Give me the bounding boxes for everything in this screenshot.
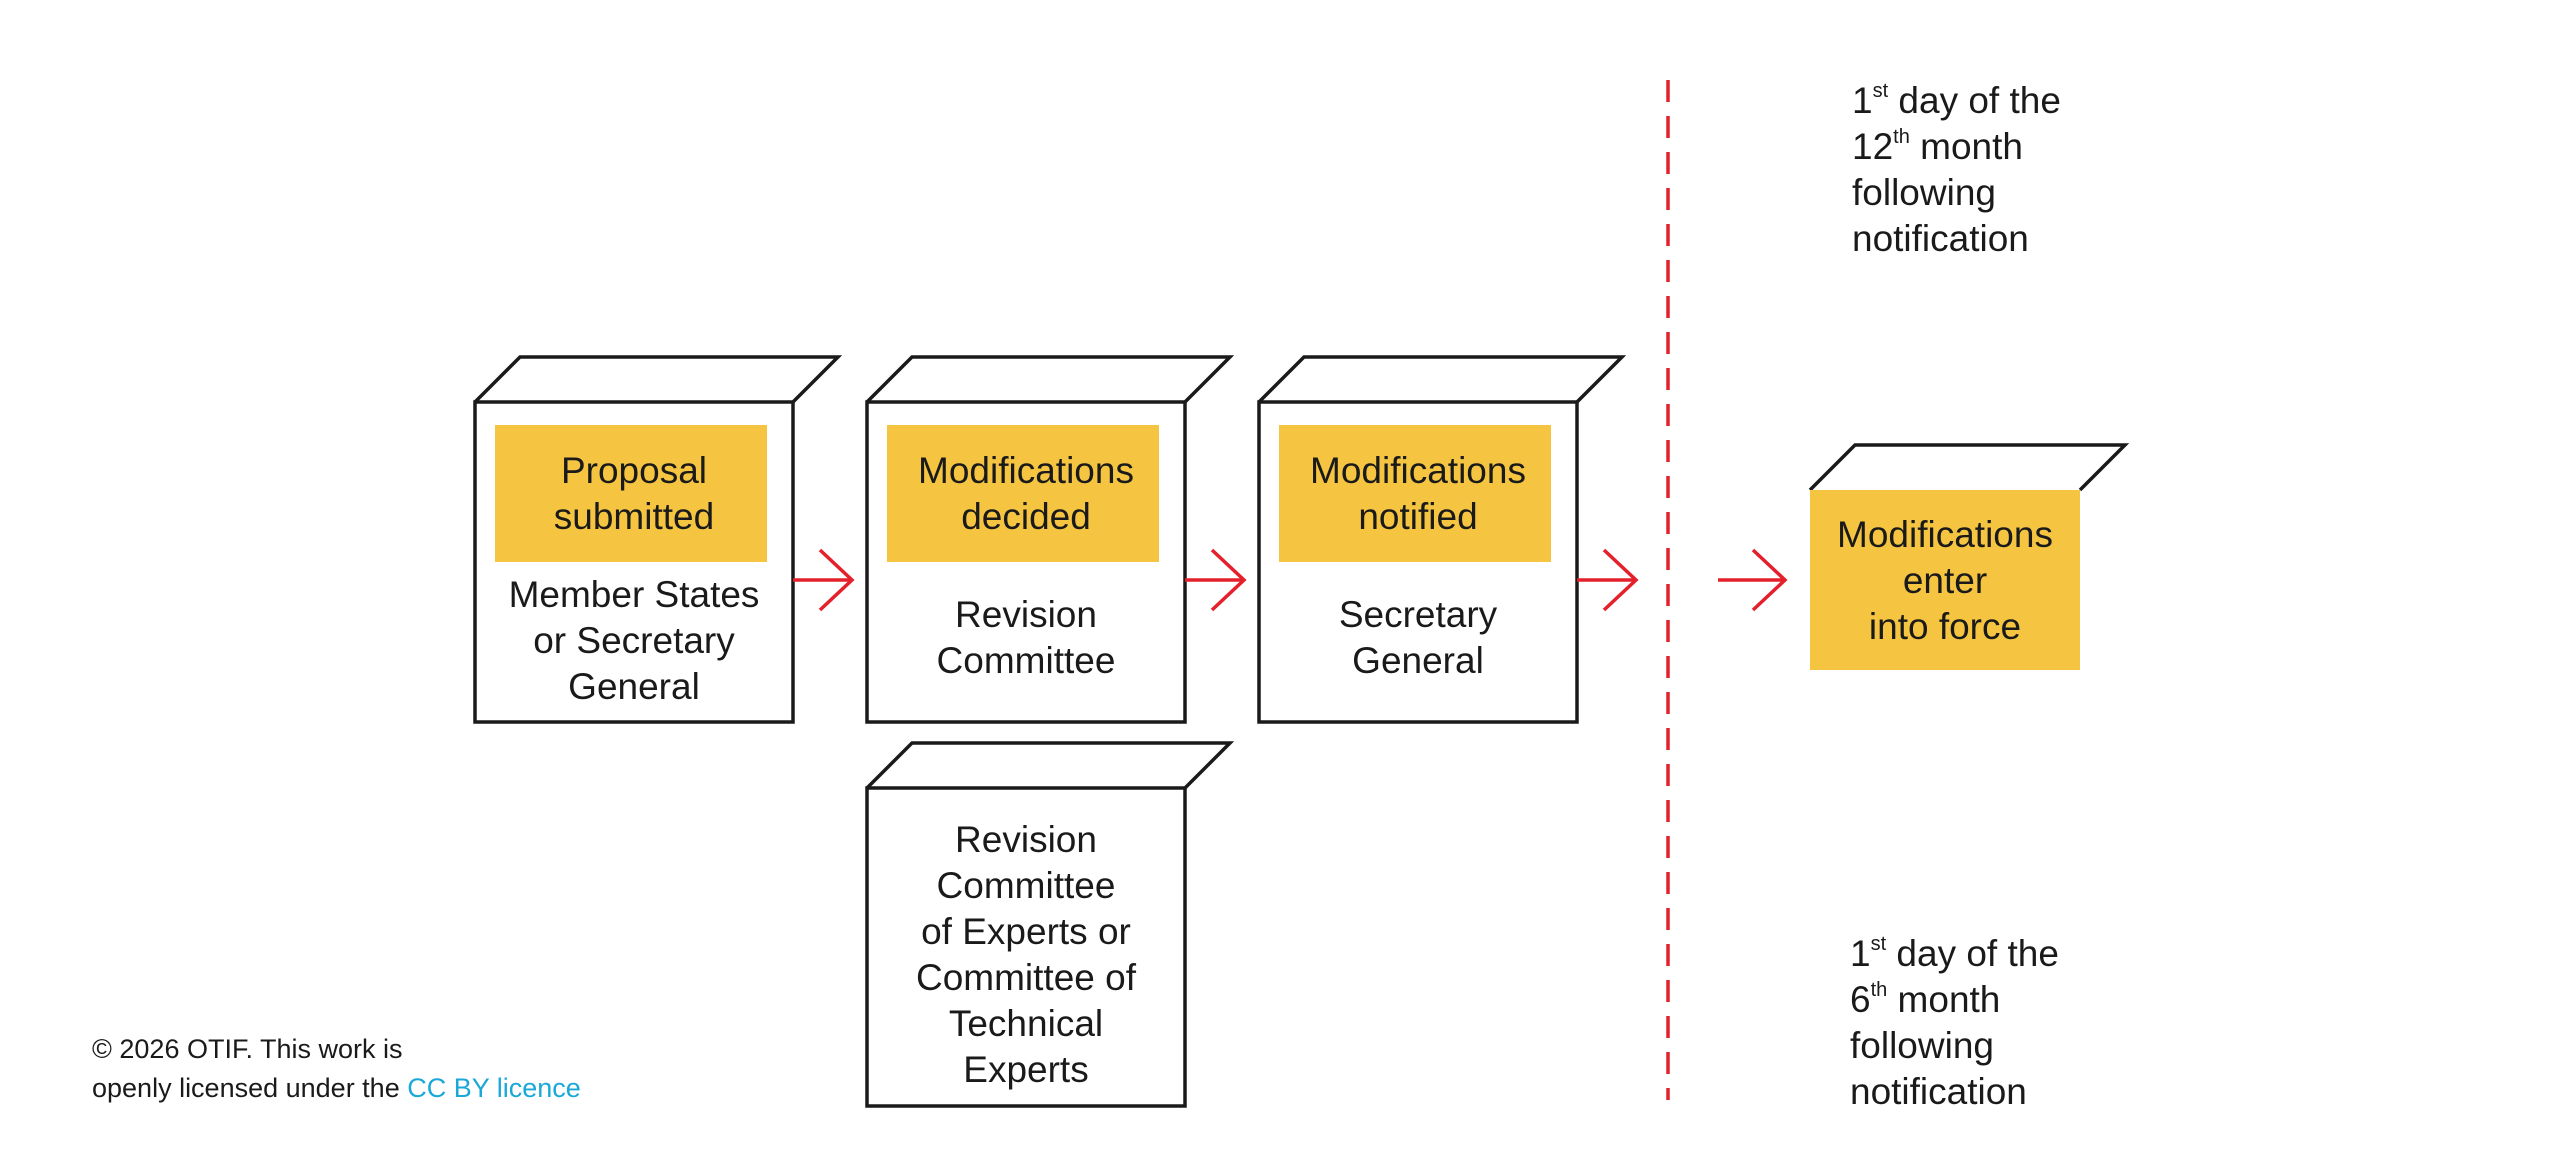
step-actor: Member States xyxy=(509,574,760,615)
step-actor: Secretary xyxy=(1339,594,1498,635)
step-title: Modifications xyxy=(918,450,1134,491)
step-title: notified xyxy=(1358,496,1477,537)
alternative-committee-box-top-face xyxy=(865,741,1235,790)
flow-arrow xyxy=(1718,548,1788,612)
alternative-committee-label: Experts xyxy=(963,1049,1088,1090)
step-box-top-face xyxy=(473,355,843,404)
step-actor: General xyxy=(1352,640,1484,681)
step-highlight xyxy=(495,425,767,562)
step-actor: Revision xyxy=(955,594,1097,635)
step-actor: Committee xyxy=(937,640,1116,681)
step-box-top-face xyxy=(865,355,1235,404)
licence-line: openly licensed under the CC BY licence xyxy=(92,1073,581,1103)
entry-into-force-highlight xyxy=(1810,490,2080,670)
entry-into-force-label: into force xyxy=(1869,606,2021,647)
effective-date-note-12-months: 1st day of the 12th month following noti… xyxy=(1852,80,2061,259)
step-title: Modifications xyxy=(1310,450,1526,491)
step-title: Proposal xyxy=(561,450,707,491)
entry-into-force-box: Modifications enter into force xyxy=(1808,443,2130,670)
copyright-line: © 2026 OTIF. This work is xyxy=(92,1034,403,1064)
step-actor: or Secretary xyxy=(533,620,735,661)
flow-arrow xyxy=(793,548,855,612)
flow-arrow xyxy=(1185,548,1247,612)
step-highlight xyxy=(1279,425,1551,562)
entry-into-force-top-face xyxy=(1808,443,2130,492)
cc-by-licence-link[interactable]: CC BY licence xyxy=(407,1073,581,1103)
entry-into-force-label: enter xyxy=(1903,560,1987,601)
step-title: decided xyxy=(961,496,1091,537)
alternative-committee-label: Revision xyxy=(955,819,1097,860)
copyright-notice: © 2026 OTIF. This work is openly license… xyxy=(92,1030,581,1108)
flow-arrow xyxy=(1577,548,1639,612)
step-title: submitted xyxy=(554,496,714,537)
alternative-committee-label: Committee of xyxy=(916,957,1137,998)
step-highlight xyxy=(887,425,1159,562)
alternative-committee-label: of Experts or xyxy=(921,911,1131,952)
step-actor: General xyxy=(568,666,700,707)
alternative-committee-label: Committee xyxy=(937,865,1116,906)
alternative-committee-label: Technical xyxy=(949,1003,1103,1044)
alternative-committee-box-front-face xyxy=(865,786,1187,1108)
effective-date-note-6-months: 1st day of the 6th month following notif… xyxy=(1850,933,2059,1112)
entry-into-force-label: Modifications xyxy=(1837,514,2053,555)
step-box-top-face xyxy=(1257,355,1627,404)
